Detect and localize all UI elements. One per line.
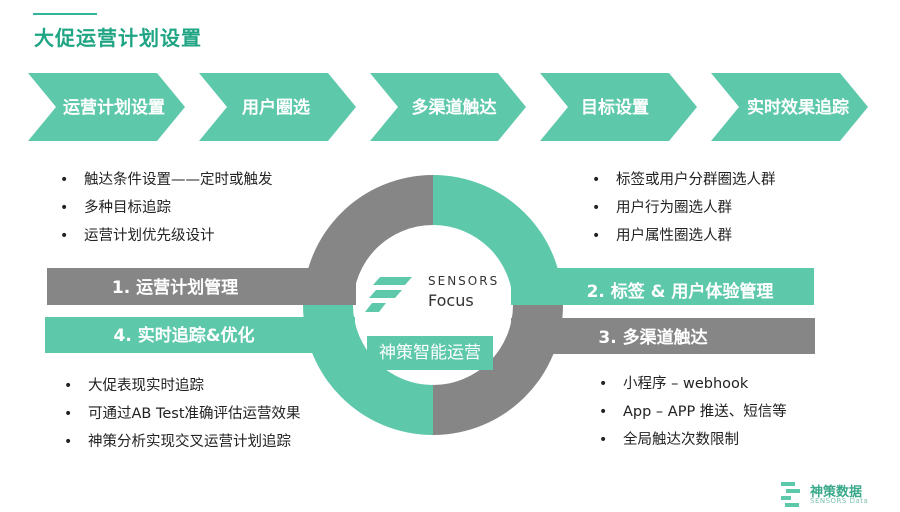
- step-5: 实时效果追踪: [711, 73, 868, 141]
- step-1: 运营计划设置: [28, 73, 185, 141]
- step-2-label: 用户圈选: [242, 97, 310, 118]
- list-item: 小程序 – webhook: [597, 370, 787, 398]
- list-item: 用户行为圈选人群: [590, 194, 776, 222]
- bar-tag-management: 2. 标签 & 用户体验管理: [511, 268, 814, 305]
- sensors-data-logo-icon: [781, 482, 800, 507]
- list-item: 多种目标追踪: [58, 194, 273, 222]
- center-brand-top: SENSORS: [428, 274, 500, 288]
- list-item: 大促表现实时追踪: [62, 372, 301, 400]
- center-badge: 神策智能运营: [367, 336, 493, 370]
- title-accent-line: [33, 13, 97, 15]
- bar-tag-management-label: 2. 标签 & 用户体验管理: [587, 281, 774, 302]
- step-2: 用户圈选: [199, 73, 356, 141]
- list-item: 全局触达次数限制: [597, 426, 787, 454]
- page-title: 大促运营计划设置: [34, 26, 202, 50]
- footer-brand-cn: 神策数据: [810, 485, 863, 500]
- bar-channels: 3. 多渠道触达: [511, 318, 815, 354]
- step-3-label: 多渠道触达: [412, 97, 497, 118]
- list-item: 标签或用户分群圈选人群: [590, 166, 776, 194]
- step-4-label: 目标设置: [581, 97, 649, 118]
- step-5-label: 实时效果追踪: [747, 97, 849, 118]
- list-item: 神策分析实现交叉运营计划追踪: [62, 428, 301, 456]
- bar-plan-management-label: 1. 运营计划管理: [112, 277, 238, 298]
- step-4: 目标设置: [540, 73, 697, 141]
- bar-tracking: 4. 实时追踪&优化: [45, 317, 355, 353]
- sensors-focus-logo-icon: [365, 277, 412, 312]
- bullets-bottom-left: 大促表现实时追踪 可通过AB Test准确评估运营效果 神策分析实现交叉运营计划…: [62, 372, 301, 456]
- bar-tracking-label: 4. 实时追踪&优化: [113, 325, 254, 346]
- list-item: App – APP 推送、短信等: [597, 398, 787, 426]
- bar-channels-label: 3. 多渠道触达: [598, 327, 707, 348]
- bullets-top-right: 标签或用户分群圈选人群 用户行为圈选人群 用户属性圈选人群: [590, 166, 776, 250]
- bullets-bottom-right: 小程序 – webhook App – APP 推送、短信等 全局触达次数限制: [597, 370, 787, 454]
- list-item: 触达条件设置——定时或触发: [58, 166, 273, 194]
- bar-plan-management: 1. 运营计划管理: [47, 268, 356, 305]
- bullets-top-left: 触达条件设置——定时或触发 多种目标追踪 运营计划优先级设计: [58, 166, 273, 250]
- list-item: 运营计划优先级设计: [58, 222, 273, 250]
- center-brand-bottom: Focus: [428, 291, 474, 310]
- list-item: 可通过AB Test准确评估运营效果: [62, 400, 301, 428]
- step-1-label: 运营计划设置: [63, 97, 165, 118]
- step-3: 多渠道触达: [370, 73, 526, 141]
- list-item: 用户属性圈选人群: [590, 222, 776, 250]
- footer-brand-en: SENSORS Data: [810, 497, 869, 505]
